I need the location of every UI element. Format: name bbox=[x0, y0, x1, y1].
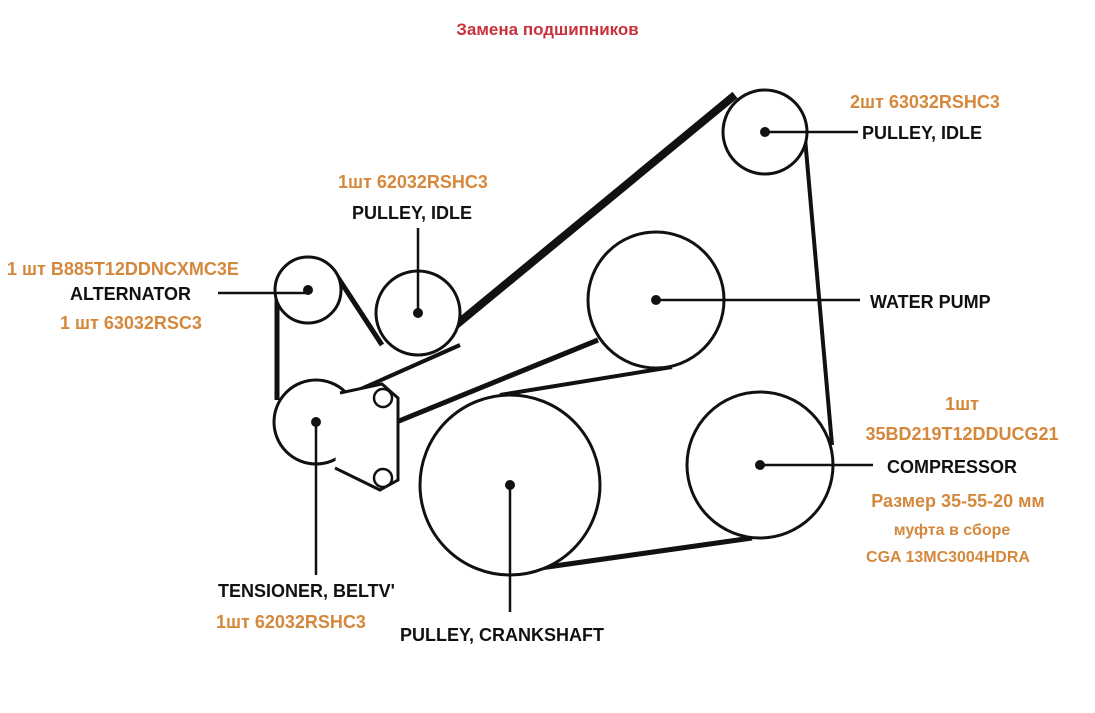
belt-segment-compressor-crank bbox=[511, 535, 753, 575]
note-tensioner: 1шт 62032RSHC3 bbox=[216, 612, 366, 632]
label-pulley-idle-top: PULLEY, IDLE bbox=[862, 123, 982, 143]
page-title: Замена подшипников bbox=[456, 20, 639, 39]
note-alternator-2: 1 шт 63032RSC3 bbox=[60, 313, 202, 333]
belt-segment-idle-top bbox=[447, 91, 738, 334]
belt-segment-idle-right bbox=[803, 137, 834, 446]
note-compressor-1: 1шт bbox=[945, 394, 979, 414]
label-compressor: COMPRESSOR bbox=[887, 457, 1017, 477]
label-tensioner: TENSIONER, BELTV' bbox=[218, 581, 395, 601]
label-pulley-idle-mid: PULLEY, IDLE bbox=[352, 203, 472, 223]
note-compressor-2: 35BD219T12DDUCG21 bbox=[865, 424, 1058, 444]
tensioner-bolt-bottom bbox=[372, 467, 394, 489]
tensioner-bolt-top bbox=[372, 387, 394, 409]
belt-segment-tensioner-idle bbox=[351, 343, 461, 395]
center-compressor bbox=[755, 460, 765, 470]
note-compressor-4: муфта в сборе bbox=[894, 522, 1011, 539]
label-alternator: ALTERNATOR bbox=[70, 284, 191, 304]
label-crankshaft: PULLEY, CRANKSHAFT bbox=[400, 625, 604, 645]
note-alternator-1: 1 шт B885T12DDNCXMC3E bbox=[7, 259, 239, 279]
tensioner-bracket bbox=[334, 382, 400, 492]
label-water-pump: WATER PUMP bbox=[870, 292, 991, 312]
note-compressor-3: Размер 35-55-20 мм bbox=[871, 491, 1045, 511]
belt-segment-crank-waterpump bbox=[499, 365, 673, 397]
center-tensioner bbox=[311, 417, 321, 427]
center-idle-top bbox=[760, 127, 770, 137]
center-alternator bbox=[303, 285, 313, 295]
center-water-pump bbox=[651, 295, 661, 305]
note-compressor-5: CGA 13MC3004HDRA bbox=[866, 549, 1030, 566]
note-idle-top: 2шт 63032RSHC3 bbox=[850, 92, 1000, 112]
center-crankshaft bbox=[505, 480, 515, 490]
center-idle-mid bbox=[413, 308, 423, 318]
note-idle-mid: 1шт 62032RSHC3 bbox=[338, 172, 488, 192]
